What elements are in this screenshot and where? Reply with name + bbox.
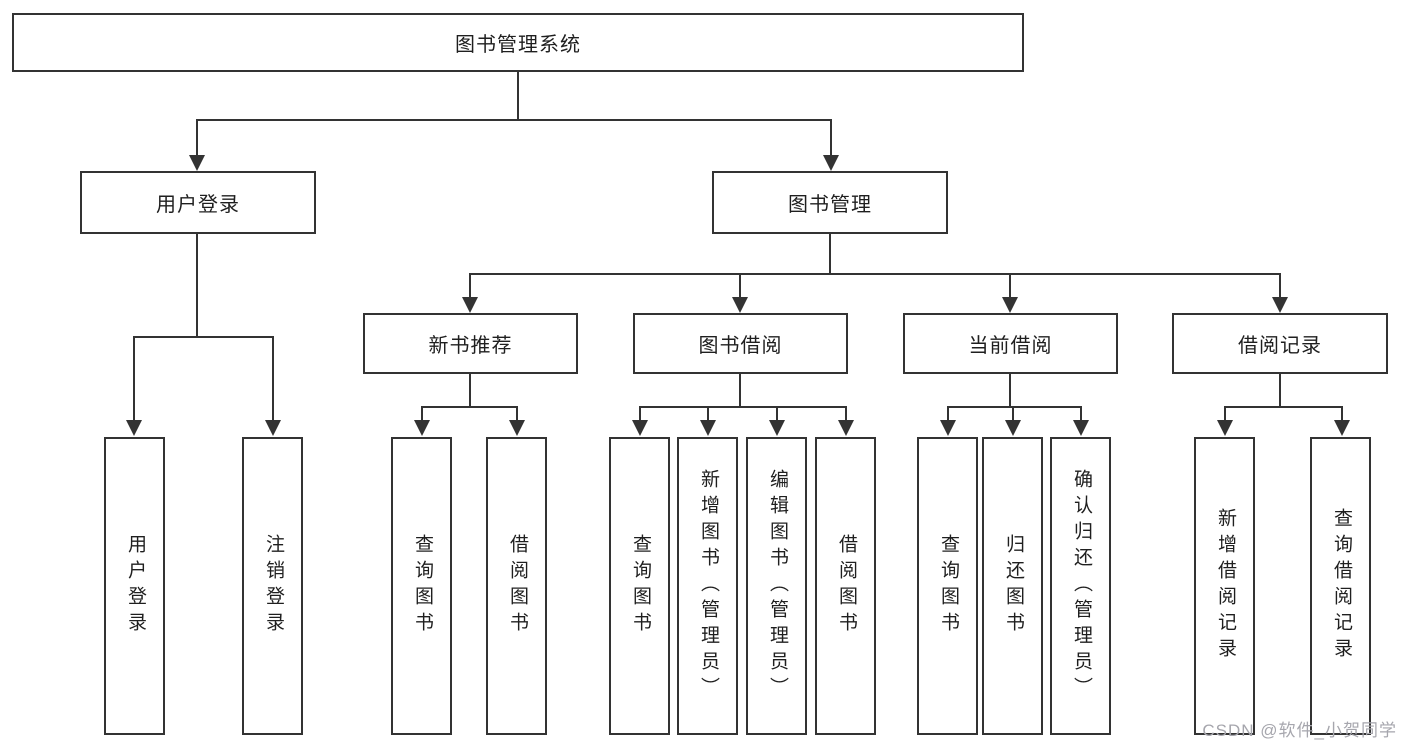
node-root-label: 图书管理系统	[455, 34, 581, 56]
leaf-confirm-return-admin: 确认归还（管理员）	[1050, 437, 1111, 735]
leaf-user-login: 用户登录	[104, 437, 165, 735]
leaf-logout: 注销登录	[242, 437, 303, 735]
connector-new-book-drop	[469, 273, 471, 298]
arrowhead-leaf-icon	[632, 420, 648, 436]
node-book-borrowing-label: 图书借阅	[698, 335, 783, 357]
arrowhead-leaf-icon	[1005, 420, 1021, 436]
leaf-add-borrow-record-label: 新增借阅记录	[1214, 508, 1236, 664]
arrowhead-user-login-icon	[189, 155, 205, 171]
leaf-query-books-current: 查询图书	[917, 437, 978, 735]
leaf-return-books-label: 归还图书	[1002, 534, 1024, 638]
connector-leaf-drop	[1341, 406, 1343, 421]
leaf-query-books-borrowing-label: 查询图书	[629, 534, 651, 638]
node-user-login-label: 用户登录	[156, 194, 240, 216]
arrowhead-book-borrow-icon	[732, 297, 748, 313]
leaf-query-borrow-record-label: 查询借阅记录	[1330, 508, 1352, 664]
connector-user-login-stem	[196, 234, 198, 338]
connector-book-mgmt-drop	[830, 119, 832, 156]
leaf-query-books-recommend-label: 查询图书	[411, 534, 433, 638]
connector-root-stem	[517, 72, 519, 120]
connector-user-login-drop	[196, 119, 198, 156]
connector-book-mgmt-stem	[829, 234, 831, 275]
leaf-query-books-recommend: 查询图书	[391, 437, 452, 735]
connector-leaf-drop	[421, 406, 423, 421]
arrowhead-leaf-icon	[1073, 420, 1089, 436]
connector-book-borrow-rail	[639, 406, 847, 408]
node-borrowing-records-label: 借阅记录	[1238, 335, 1322, 357]
leaf-query-books-borrowing: 查询图书	[609, 437, 670, 735]
connector-new-book-rail	[421, 406, 518, 408]
connector-leaf-drop	[639, 406, 641, 421]
arrowhead-book-mgmt-icon	[823, 155, 839, 171]
connector-book-borrow-stem	[739, 374, 741, 408]
connector-borrow-record-drop	[1279, 273, 1281, 298]
connector-level1-rail	[196, 119, 832, 121]
arrowhead-leaf-icon	[1334, 420, 1350, 436]
node-user-login: 用户登录	[80, 171, 316, 234]
node-new-book-recommend: 新书推荐	[363, 313, 578, 374]
connector-level3-rail	[469, 273, 1281, 275]
connector-leaf-drop	[1224, 406, 1226, 421]
connector-leaf-drop	[1080, 406, 1082, 421]
leaf-return-books: 归还图书	[982, 437, 1043, 735]
node-book-management: 图书管理	[712, 171, 948, 234]
node-borrowing-records: 借阅记录	[1172, 313, 1388, 374]
connector-current-borrow-drop	[1009, 273, 1011, 298]
node-book-management-label: 图书管理	[788, 194, 872, 216]
arrowhead-logout-leaf-icon	[265, 420, 281, 436]
leaf-query-borrow-record: 查询借阅记录	[1310, 437, 1371, 735]
connector-current-borrow-stem	[1009, 374, 1011, 408]
node-current-borrowing-label: 当前借阅	[968, 335, 1053, 357]
connector-login-leaf-drop	[133, 336, 135, 421]
arrowhead-leaf-icon	[509, 420, 525, 436]
arrowhead-login-leaf-icon	[126, 420, 142, 436]
arrowhead-leaf-icon	[769, 420, 785, 436]
connector-leaf-drop	[516, 406, 518, 421]
csdn-watermark: CSDN @软件_小贺同学	[1202, 721, 1397, 740]
leaf-edit-books-admin-label: 编辑图书（管理员）	[766, 469, 788, 703]
connector-leaf-drop	[707, 406, 709, 421]
node-current-borrowing: 当前借阅	[903, 313, 1118, 374]
connector-book-borrow-drop	[739, 273, 741, 298]
connector-logout-leaf-drop	[272, 336, 274, 421]
arrowhead-borrow-record-icon	[1272, 297, 1288, 313]
connector-borrow-record-stem	[1279, 374, 1281, 408]
connector-leaf-drop	[1012, 406, 1014, 421]
leaf-borrow-books-label: 借阅图书	[835, 534, 857, 638]
arrowhead-leaf-icon	[414, 420, 430, 436]
arrowhead-leaf-icon	[940, 420, 956, 436]
leaf-confirm-return-admin-label: 确认归还（管理员）	[1070, 469, 1092, 703]
leaf-logout-label: 注销登录	[262, 534, 284, 638]
node-book-borrowing: 图书借阅	[633, 313, 848, 374]
arrowhead-leaf-icon	[1217, 420, 1233, 436]
node-new-book-recommend-label: 新书推荐	[428, 335, 513, 357]
leaf-add-books-admin-label: 新增图书（管理员）	[697, 469, 719, 703]
leaf-add-books-admin: 新增图书（管理员）	[677, 437, 738, 735]
connector-borrow-record-rail	[1224, 406, 1342, 408]
leaf-borrow-books-recommend: 借阅图书	[486, 437, 547, 735]
arrowhead-new-book-icon	[462, 297, 478, 313]
connector-leaf-drop	[776, 406, 778, 421]
connector-user-login-rail	[133, 336, 274, 338]
arrowhead-current-borrow-icon	[1002, 297, 1018, 313]
arrowhead-leaf-icon	[700, 420, 716, 436]
arrowhead-leaf-icon	[838, 420, 854, 436]
leaf-add-borrow-record: 新增借阅记录	[1194, 437, 1255, 735]
leaf-user-login-label: 用户登录	[124, 534, 146, 638]
connector-leaf-drop	[845, 406, 847, 421]
node-root: 图书管理系统	[12, 13, 1024, 72]
leaf-query-books-current-label: 查询图书	[937, 534, 959, 638]
connector-current-borrow-rail	[947, 406, 1081, 408]
leaf-borrow-books-recommend-label: 借阅图书	[506, 534, 528, 638]
leaf-borrow-books: 借阅图书	[815, 437, 876, 735]
connector-new-book-stem	[469, 374, 471, 408]
leaf-edit-books-admin: 编辑图书（管理员）	[746, 437, 807, 735]
connector-leaf-drop	[947, 406, 949, 421]
